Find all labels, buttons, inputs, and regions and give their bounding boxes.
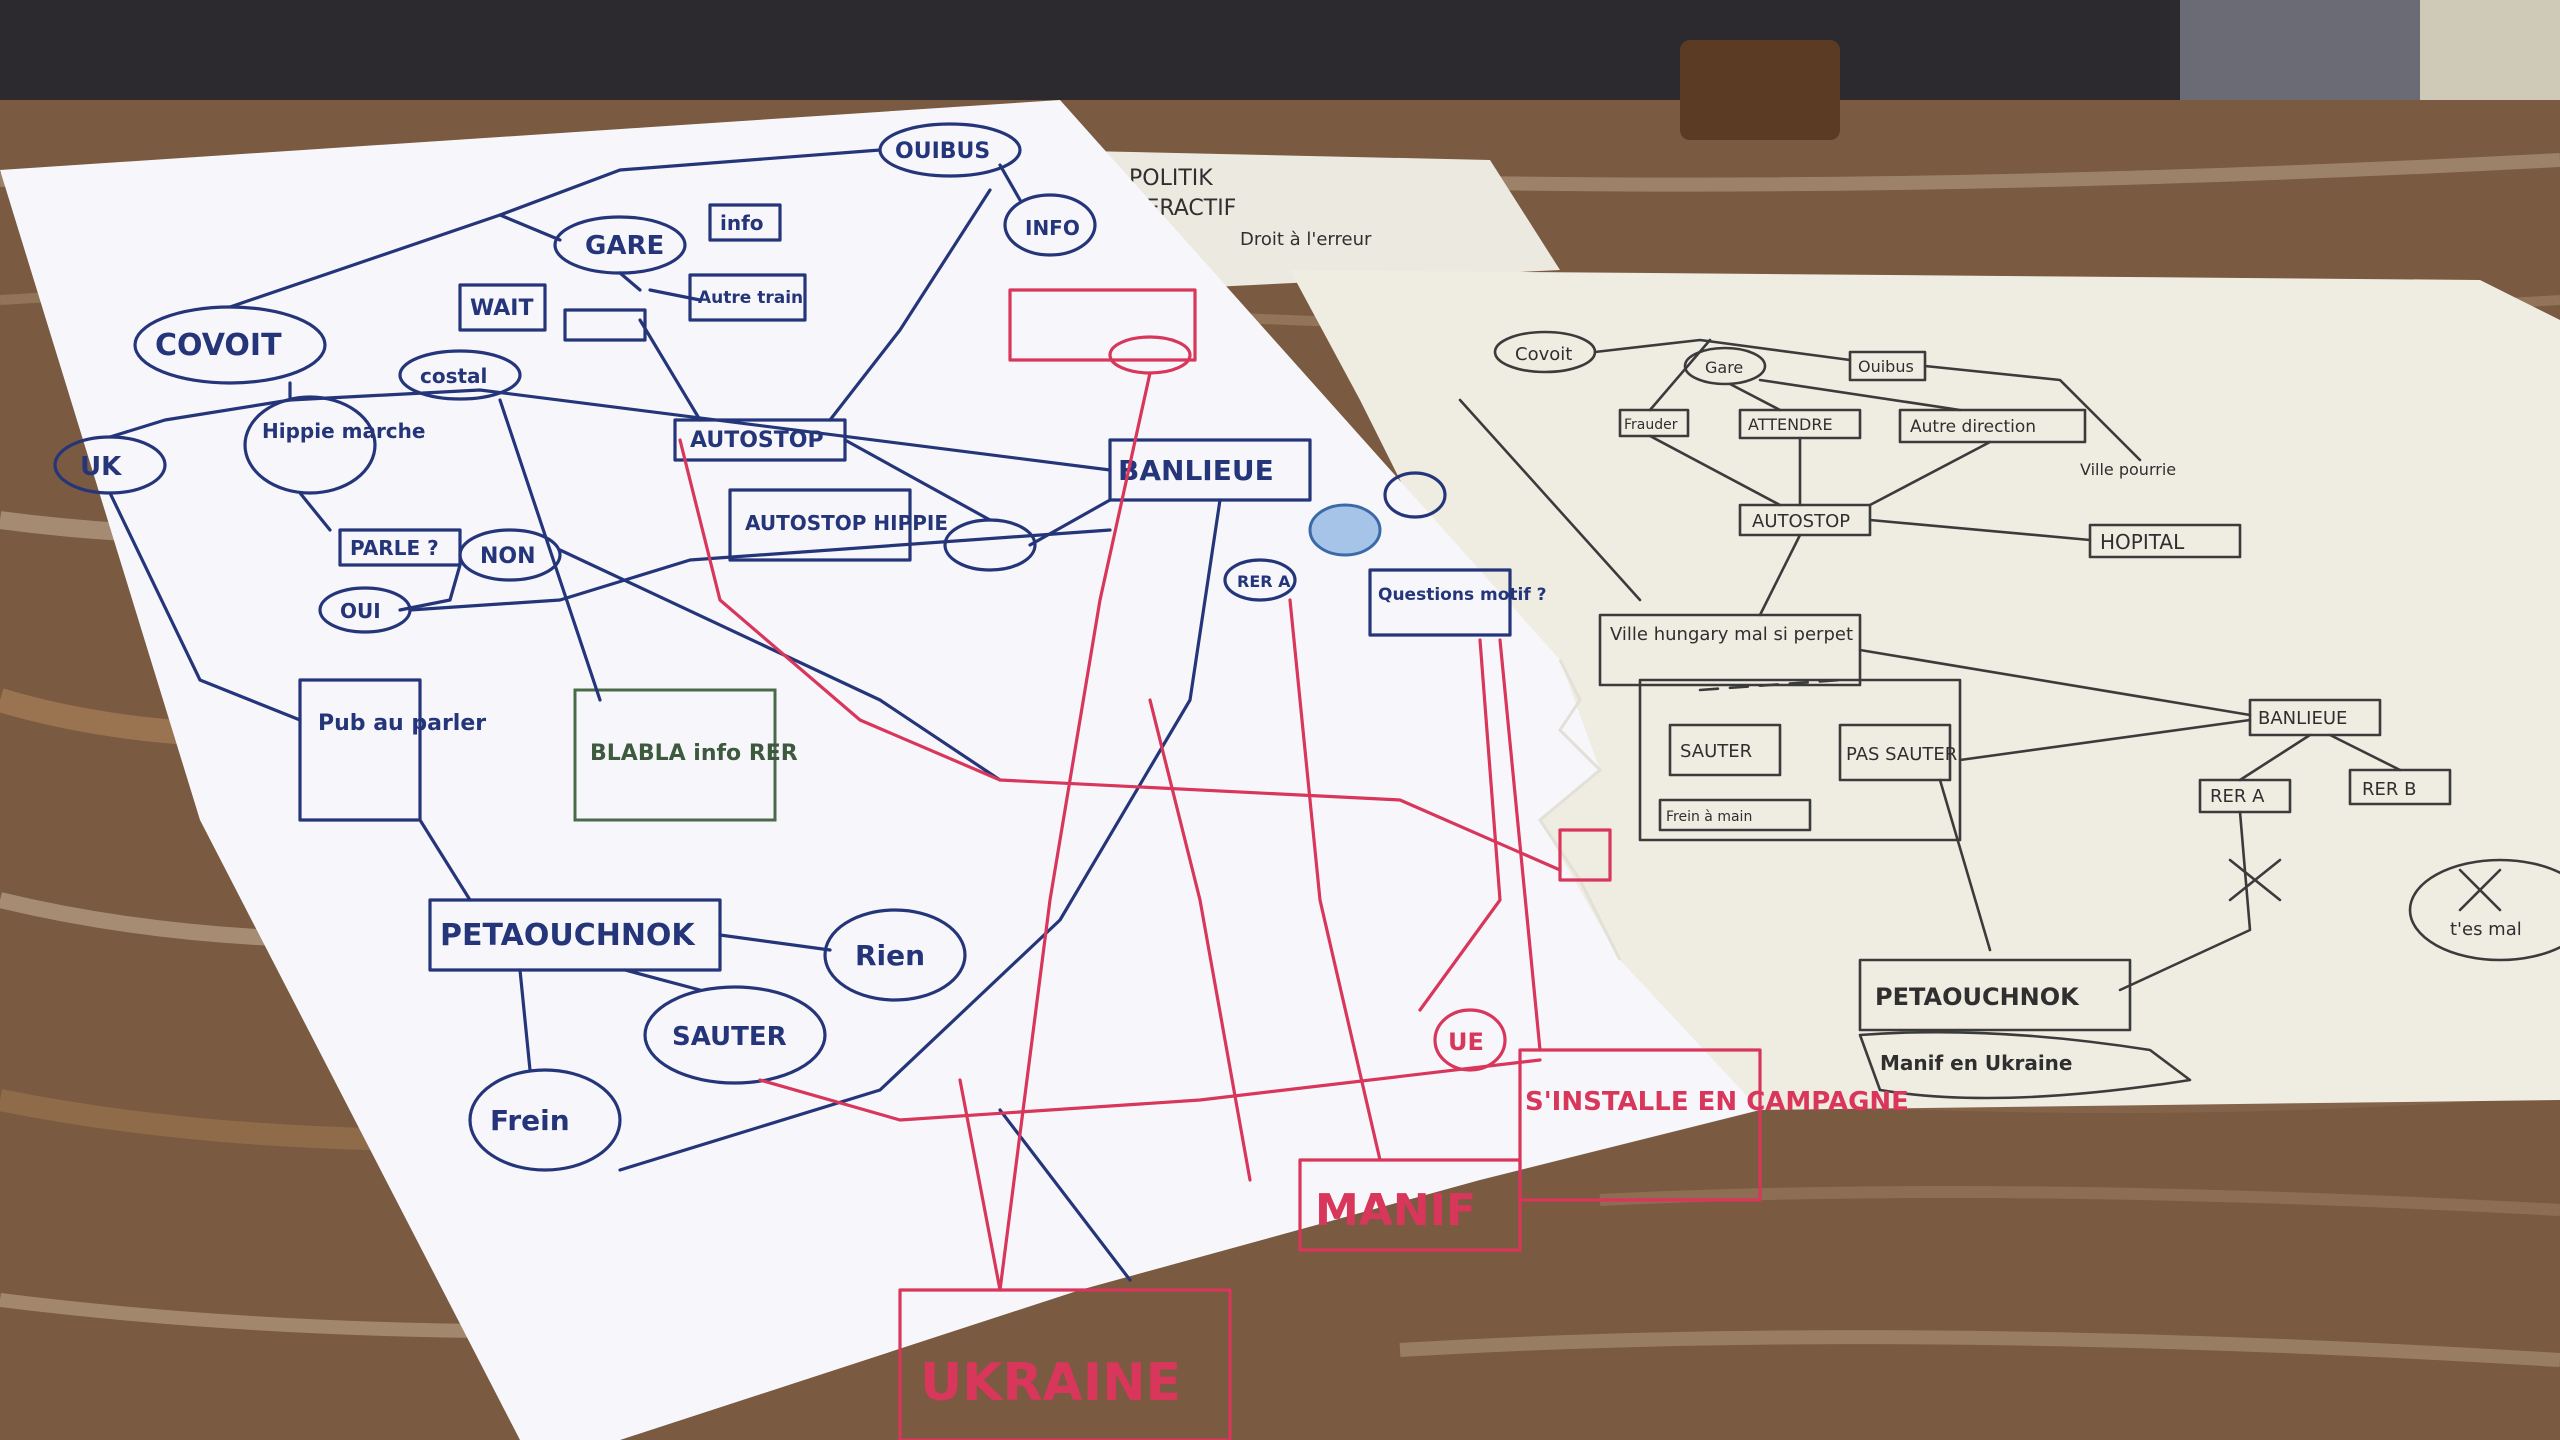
left-sauter-label: SAUTER [672, 1022, 787, 1052]
left-rera-node [1223, 558, 1297, 602]
right-banlieue-node [2248, 698, 2382, 737]
right-autre-direction-label: Autre direction [1910, 417, 2036, 437]
left-frein-node [468, 1068, 622, 1172]
right-frauder-label: Frauder [1624, 417, 1678, 433]
left-wait-label: WAIT [470, 296, 534, 321]
sheet-left: OUIBUS INFO GARE info COVOIT WAIT Autre … [0, 100, 1909, 1440]
left-manif-label: MANIF [1315, 1185, 1476, 1236]
right-covoit-label: Covoit [1515, 344, 1572, 365]
left-pub-node [298, 678, 422, 822]
left-autostop-hippie-label: AUTOSTOP HIPPIE [745, 511, 948, 535]
right-ville-label: Ville hungary mal si perpet [1610, 624, 1853, 645]
left-rien-node [823, 908, 967, 1002]
right-manif-label: Manif en Ukraine [1880, 1051, 2072, 1075]
right-petaouchnok-node [1858, 958, 2132, 1032]
left-non-label: NON [480, 544, 536, 569]
right-autostop-label: AUTOSTOP [1752, 511, 1850, 532]
left-parle-node [338, 528, 462, 567]
right-tu-es-mal-label: t'es mal [2450, 919, 2522, 940]
left-sauter-node [643, 985, 827, 1085]
right-tu-es-mal-node [2408, 858, 2560, 962]
right-pas-sauter-label: PAS SAUTER [1846, 744, 1957, 765]
left-frein-label: Frein [490, 1104, 570, 1137]
right-manif-node [1858, 1030, 2192, 1100]
left-hippie-label: Hippie marche [262, 419, 425, 443]
left-ue-label: UE [1448, 1028, 1484, 1056]
left-oui-label: OUI [340, 599, 381, 623]
right-rera-node [2198, 778, 2292, 814]
right-sauter-node [1668, 723, 1782, 777]
right-rerb-label: RER B [2362, 779, 2416, 800]
right-ouibus-label: Ouibus [1858, 357, 1914, 376]
left-covoit-label: COVOIT [155, 328, 282, 363]
left-blue-arrows [108, 148, 1222, 1282]
left-ukraine-label: UKRAINE [920, 1353, 1181, 1413]
left-info1-label: info [720, 211, 764, 235]
left-blue-blob [1308, 503, 1382, 557]
left-rera-label: RER A [1237, 572, 1291, 591]
left-blabla-node [573, 688, 777, 822]
left-banlieue-label: BANLIEUE [1118, 454, 1274, 487]
right-frein-node [1658, 798, 1812, 832]
right-hopital-label: HOPITAL [2100, 530, 2185, 554]
right-ville-pourrie-label: Ville pourrie [2080, 460, 2176, 479]
left-ouibus-label: OUIBUS [895, 139, 990, 164]
left-red-note-node [1008, 288, 1197, 362]
left-ue-node [1433, 1008, 1507, 1072]
right-petaouchnok-label: PETAOUCHNOK [1875, 983, 2080, 1011]
left-blue-small-node [1383, 471, 1447, 519]
right-banlieue-label: BANLIEUE [2258, 708, 2347, 729]
left-questions-node [1368, 568, 1512, 637]
left-info2-label: INFO [1025, 216, 1080, 240]
left-pub-label: Pub au parler [318, 711, 486, 736]
left-hippie-node [243, 395, 377, 495]
right-cross-mark-2 [2458, 868, 2502, 912]
left-sinstaller-label: S'INSTALLE EN CAMPAGNE [1525, 1087, 1909, 1117]
left-autostop-hippie-node [728, 488, 912, 562]
left-manif-node [1298, 1158, 1522, 1252]
left-autre-train-label: Autre train [698, 288, 803, 308]
right-attendre-label: ATTENDRE [1748, 415, 1833, 434]
right-pas-sauter-node [1838, 723, 1952, 782]
left-non-node [458, 528, 562, 582]
right-gare-label: Gare [1705, 358, 1743, 377]
left-rien-label: Rien [855, 939, 925, 972]
wooden-block [1680, 40, 1840, 140]
right-gare-node [1683, 346, 1767, 386]
left-ukraine-node [898, 1288, 1232, 1440]
left-uk-label: UK [80, 452, 122, 482]
left-sinstaller-node [1518, 1048, 1762, 1202]
right-cross-mark-1 [2228, 858, 2282, 902]
left-costal-node [398, 349, 522, 401]
left-parle-label: PARLE ? [350, 536, 439, 560]
left-info1-node [708, 203, 782, 242]
left-costal-label: costal [420, 364, 487, 388]
left-frauder-node [563, 308, 647, 342]
right-sauter-label: SAUTER [1680, 741, 1752, 762]
left-questions-label: Questions motif ? [1378, 585, 1547, 605]
left-wait-node [458, 283, 547, 332]
right-arrows [1458, 338, 2402, 992]
right-autre-direction-node [1898, 408, 2087, 444]
left-petaouchnok-label: PETAOUCHNOK [440, 918, 696, 953]
sheet-right: Covoit Gare Ouibus Frauder ATTENDRE Autr… [1290, 270, 2560, 1110]
left-gare-label: GARE [585, 231, 664, 261]
right-rera-label: RER A [2210, 786, 2265, 807]
sheet-back-line-3: Droit à l'erreur [1240, 229, 1372, 250]
left-info2-node [1003, 193, 1097, 257]
left-red-arrows [678, 371, 1562, 1292]
right-frauder-node [1618, 408, 1690, 438]
right-frein-label: Frein à main [1666, 809, 1752, 825]
left-red-small-node [1558, 828, 1612, 882]
left-blabla-label: BLABLA info RER [590, 741, 798, 766]
